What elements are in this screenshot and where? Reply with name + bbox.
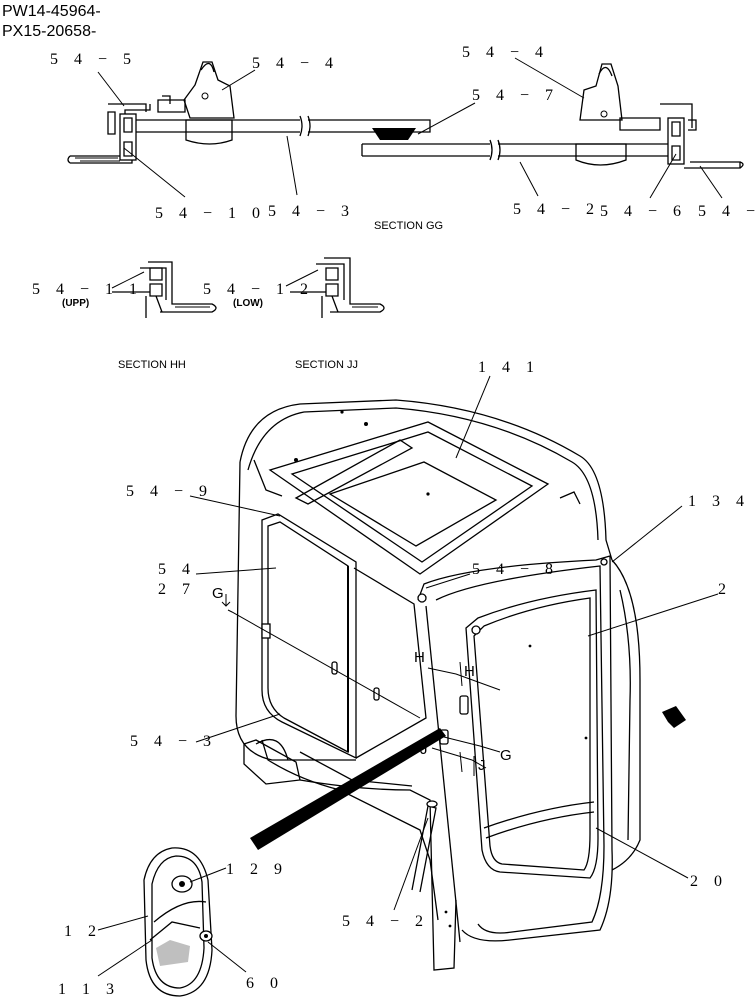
callout-113: 1 1 3 xyxy=(58,981,120,998)
serial-code-1: PW14-45964- xyxy=(2,3,101,20)
section-mark-j-right: J xyxy=(478,757,486,774)
callout-54-11: 5 4 − 1 1 xyxy=(32,281,143,298)
section-mark-g-left: G xyxy=(212,585,224,602)
serial-code-2: PX15-20658- xyxy=(2,23,96,40)
callout-54-27-bottom: 2 7 xyxy=(158,581,196,598)
callout-54-12: 5 4 − 1 2 xyxy=(203,281,314,298)
cab-body-drawing xyxy=(227,399,686,971)
section-mark-j-left: J xyxy=(420,741,428,758)
callout-12: 1 2 xyxy=(64,923,102,940)
callout-134: 1 3 4 xyxy=(688,493,750,510)
callout-54-2-top: 5 4 − 2 xyxy=(513,201,600,218)
callout-54-8: 5 4 − 8 xyxy=(472,561,559,578)
callout-20: 2 0 xyxy=(690,873,728,890)
callout-54-9: 5 4 − 9 xyxy=(126,483,213,500)
callout-54-7: 5 4 − 7 xyxy=(472,87,559,104)
callout-54-cut: 5 4 − xyxy=(698,203,756,220)
cab-leaders xyxy=(97,375,719,977)
callout-54-4-left: 5 4 − 4 xyxy=(252,55,339,72)
section-mark-g-right: G xyxy=(500,747,512,764)
section-hh-drawing xyxy=(111,261,217,318)
label-low: (LOW) xyxy=(233,298,263,309)
callout-54-3-top: 5 4 − 3 xyxy=(268,203,355,220)
callout-129: 1 2 9 xyxy=(226,861,288,878)
callout-54-27-top: 5 4 xyxy=(158,561,196,578)
section-mark-h-left: H xyxy=(414,649,425,666)
callout-2: 2 xyxy=(718,581,732,598)
callout-54-10: 5 4 − 1 0 xyxy=(155,205,266,222)
callout-54-2-cab: 5 4 − 2 xyxy=(342,913,429,930)
section-jj-drawing xyxy=(285,257,385,318)
callout-54-5: 5 4 − 5 xyxy=(50,51,137,68)
callout-60: 6 0 xyxy=(246,975,284,992)
section-hh-label: SECTION HH xyxy=(118,359,186,371)
callout-54-3-cab: 5 4 − 3 xyxy=(130,733,217,750)
section-jj-label: SECTION JJ xyxy=(295,359,358,371)
callout-54-4-right: 5 4 − 4 xyxy=(462,44,549,61)
callout-141: 1 4 1 xyxy=(478,359,540,376)
side-mirror-drawing xyxy=(143,847,213,997)
section-gg-drawing xyxy=(67,61,744,169)
section-gg-label: SECTION GG xyxy=(374,220,443,232)
section-gg-leaders xyxy=(97,57,723,199)
callout-54-6: 5 4 − 6 xyxy=(600,203,687,220)
label-upp: (UPP) xyxy=(62,298,89,309)
section-mark-h-right: H xyxy=(464,663,475,680)
